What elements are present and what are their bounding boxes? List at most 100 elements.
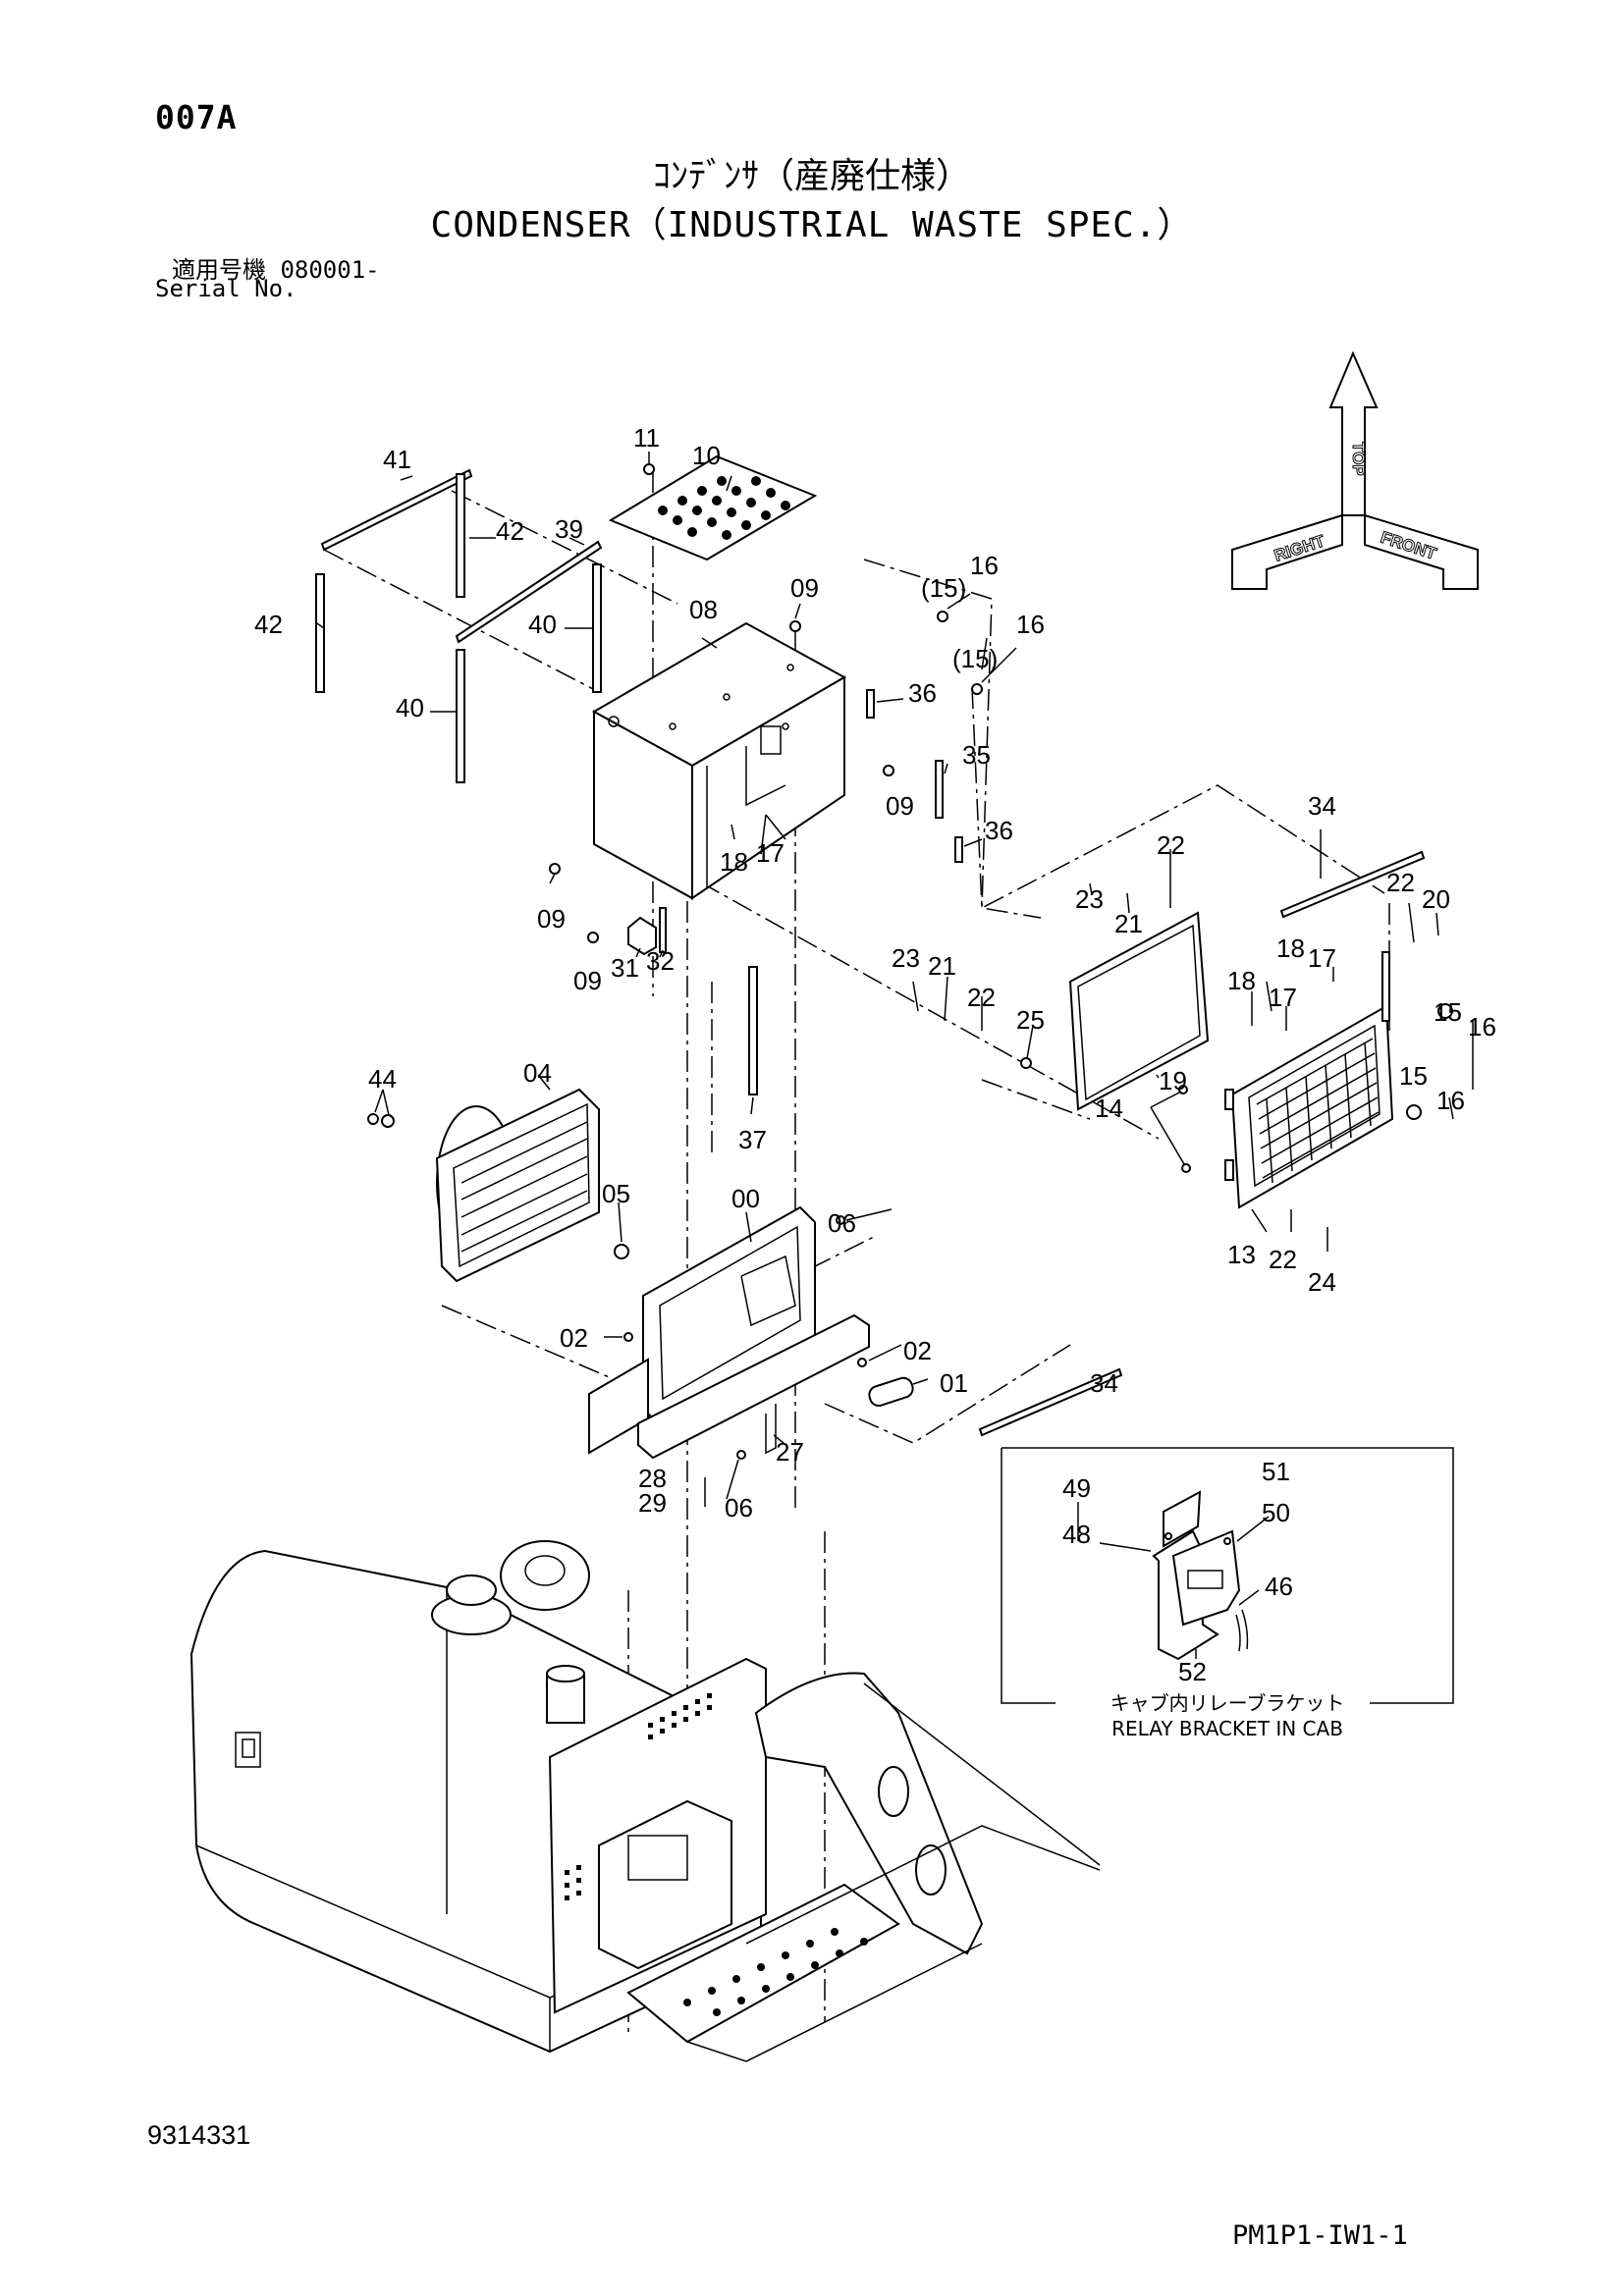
bolt-02-a — [623, 1332, 633, 1342]
seal-34-bottom — [978, 1367, 1123, 1437]
seal-strip-40-lower — [456, 649, 465, 783]
seal-34-top — [1279, 850, 1426, 919]
callout-16-b: 16 — [1016, 610, 1045, 639]
bolt-09-left — [549, 863, 561, 875]
callout-17-cover-lower: 17 — [1269, 983, 1297, 1012]
callout-15-a: (15) — [921, 573, 966, 603]
callout-39: 39 — [555, 514, 583, 544]
callout-34-bottom: 34 — [1090, 1368, 1118, 1398]
seal-strips-top-left — [315, 468, 603, 783]
callout-17-housing: 17 — [756, 838, 785, 868]
callout-31: 31 — [611, 953, 639, 983]
bracket-27 — [765, 1404, 777, 1455]
callout-09-lower: 09 — [573, 966, 602, 995]
seal-22-right — [1381, 951, 1390, 1022]
mount-frame-00 — [588, 1205, 914, 1460]
callout-06-top: 06 — [828, 1208, 856, 1238]
callout-13: 13 — [1227, 1240, 1256, 1269]
condenser-housing-08 — [591, 611, 983, 900]
title-english: CONDENSER（INDUSTRIAL WASTE SPEC.） — [430, 205, 1194, 245]
callout-36-b: 36 — [985, 816, 1013, 845]
serial-label: Serial No. — [155, 275, 298, 302]
callout-16-c: 16 — [1468, 1012, 1496, 1041]
top-arrow — [1328, 350, 1379, 516]
page-code: 007A — [155, 98, 238, 136]
callout-50: 50 — [1262, 1498, 1290, 1527]
callout-35: 35 — [962, 740, 991, 770]
callout-01: 01 — [940, 1368, 968, 1398]
grommet-01 — [868, 1376, 914, 1407]
bolt-02-b — [857, 1358, 867, 1367]
bracket-31 — [549, 863, 667, 956]
callout-08: 08 — [689, 595, 718, 624]
callout-labels: 41 42 42 39 40 40 11 10 08 09 (15) 16 (1… — [254, 423, 1496, 1740]
washer-15-b — [971, 683, 983, 695]
callout-22-lower: 22 — [967, 983, 996, 1012]
bolt-06-b — [736, 1450, 746, 1460]
washer-15-c — [1437, 1003, 1453, 1019]
seal-strip-42-lower — [315, 573, 325, 693]
callout-20: 20 — [1422, 884, 1450, 914]
relay-bracket-inset — [1001, 1447, 1454, 1704]
seal-strip-41 — [320, 468, 473, 552]
callout-15-c: 15 — [1434, 997, 1462, 1027]
callout-22-cover: 22 — [1269, 1245, 1297, 1274]
callout-06-bottom: 06 — [725, 1493, 753, 1522]
callout-34-top: 34 — [1308, 791, 1336, 821]
seal-35 — [935, 760, 944, 819]
callout-21-lower: 21 — [928, 951, 956, 981]
callout-42-lower: 42 — [254, 610, 283, 639]
seal-36-a — [866, 689, 875, 719]
callout-36-a: 36 — [908, 678, 937, 708]
callout-44: 44 — [368, 1064, 397, 1094]
catalog-code: PM1P1-IW1-1 — [1232, 2220, 1408, 2251]
callout-23-lower: 23 — [892, 943, 920, 973]
callout-52: 52 — [1178, 1657, 1207, 1686]
bolt-09-lower — [587, 932, 599, 943]
bolt-09-top — [789, 620, 801, 632]
frame-19 — [1068, 911, 1210, 1111]
callout-21-frame: 21 — [1114, 909, 1143, 938]
callout-18-cover-upper: 18 — [1276, 934, 1305, 963]
bolt-06-a — [836, 1215, 845, 1225]
callout-04: 04 — [523, 1058, 552, 1088]
bolt-11 — [643, 463, 655, 475]
top-label: TOP — [1349, 442, 1368, 476]
washer-15-d — [1406, 1104, 1422, 1120]
inset-caption-japanese: キャブ内リレーブラケット — [1110, 1691, 1345, 1715]
bolt-44-b — [381, 1114, 395, 1128]
callout-16-d: 16 — [1436, 1086, 1465, 1115]
callout-02-right: 02 — [903, 1336, 932, 1365]
drawing-number: 9314331 — [147, 2120, 251, 2150]
callout-09-side: 09 — [886, 791, 914, 821]
callout-14: 14 — [1095, 1094, 1123, 1123]
callout-17-cover-upper: 17 — [1308, 943, 1336, 973]
callout-09-top: 09 — [790, 573, 819, 603]
title-japanese: ｺﾝﾃﾞﾝｻ（産廃仕様） — [652, 156, 971, 196]
seal-strip-40-upper — [592, 563, 602, 693]
callout-18-cover-lower: 18 — [1227, 966, 1256, 995]
callout-49: 49 — [1062, 1473, 1091, 1503]
callout-42-upper: 42 — [496, 516, 524, 546]
callout-22-frame: 22 — [1157, 830, 1185, 860]
callout-28: 28 — [638, 1464, 667, 1493]
clamp-05 — [614, 1244, 629, 1259]
seal-36-b — [954, 836, 963, 863]
callout-22-right: 22 — [1386, 868, 1415, 897]
seal-32 — [659, 907, 667, 953]
callout-23-frame: 23 — [1075, 884, 1104, 914]
callout-40-lower: 40 — [396, 693, 424, 722]
perforated-cover-13 — [1020, 951, 1453, 1209]
callout-15-b: (15) — [952, 644, 998, 673]
condenser-core-04 — [367, 1088, 629, 1283]
callout-32: 32 — [646, 946, 675, 976]
callout-15-d: 15 — [1399, 1061, 1428, 1091]
callout-48: 48 — [1062, 1520, 1091, 1549]
callout-16-a: 16 — [970, 551, 999, 580]
bolt-09-side — [883, 765, 894, 776]
callout-51: 51 — [1262, 1457, 1290, 1486]
front-arrow — [1364, 513, 1479, 590]
callout-19: 19 — [1159, 1066, 1187, 1095]
callout-00: 00 — [731, 1184, 760, 1213]
